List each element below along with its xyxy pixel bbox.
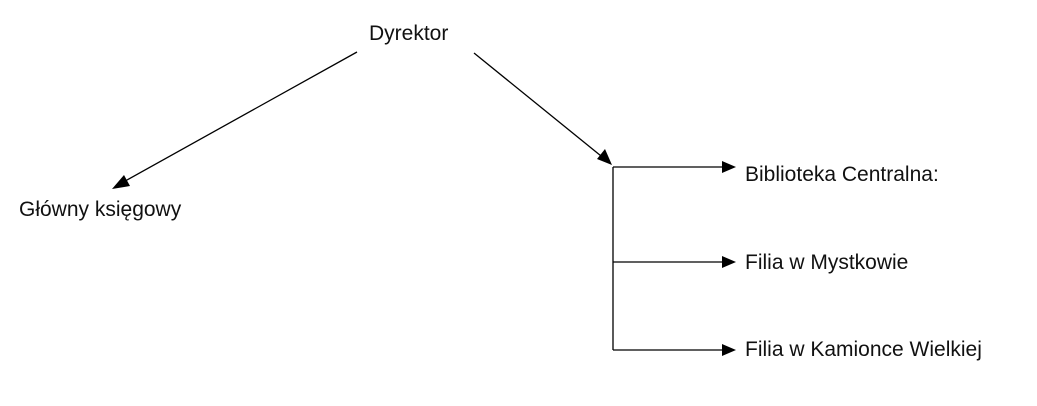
edge-line — [117, 51, 358, 186]
edge-director-to-branch-junction — [473, 52, 612, 165]
node-branch-mystkow-label: Filia w Mystkowie — [745, 251, 909, 274]
arrowhead-icon — [722, 161, 736, 173]
edge-junction-to-branch-mystkow — [613, 256, 736, 268]
arrowhead-icon — [722, 256, 736, 268]
edge-junction-to-central-library — [613, 161, 736, 173]
node-branch-kamionka-label: Filia w Kamionce Wielkiej — [745, 338, 982, 361]
node-chief-accountant-label: Główny księgowy — [19, 198, 182, 221]
edge-junction-to-branch-kamionka — [613, 344, 736, 356]
edge-director-to-chief-accountant — [112, 51, 358, 189]
edge-line — [473, 52, 607, 161]
arrowhead-icon — [597, 149, 612, 165]
arrowhead-icon — [112, 175, 130, 189]
arrowhead-icon — [722, 344, 736, 356]
node-director-label: Dyrektor — [369, 22, 449, 45]
node-central-library-label: Biblioteka Centralna: — [745, 163, 939, 186]
